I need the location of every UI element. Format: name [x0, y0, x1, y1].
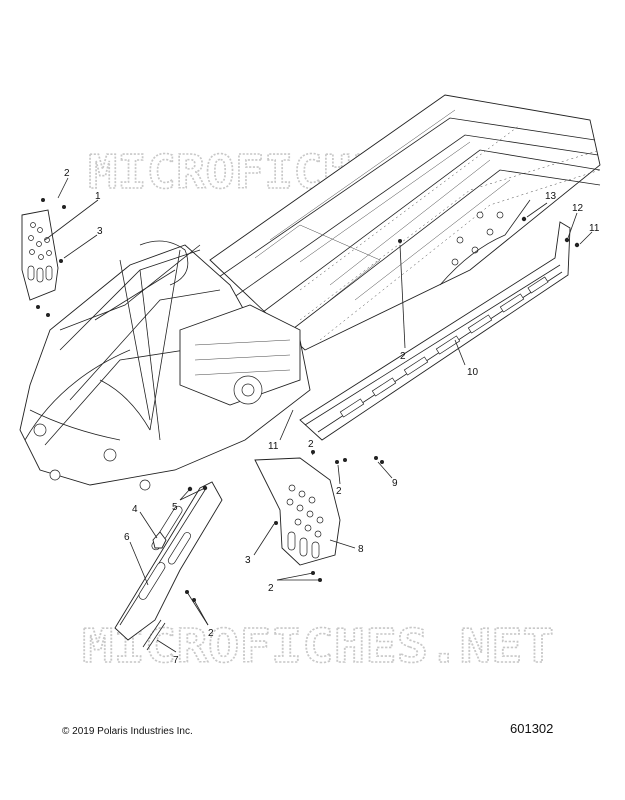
callout-11: 11: [268, 441, 279, 452]
figure-number: 601302: [510, 721, 554, 736]
callout-3: 3: [97, 226, 103, 237]
callout-labels: 2 1 3 13 12 11 2 10 11 2 2 9 5 4 6 3 8 2…: [64, 168, 600, 666]
callout-6: 6: [124, 532, 130, 543]
callout-2: 2: [64, 168, 70, 179]
front-frame: [19, 240, 311, 491]
part-6-running-board: [114, 481, 223, 651]
copyright-notice: © 2019 Polaris Industries Inc.: [62, 726, 193, 737]
callout-7: 7: [173, 655, 179, 666]
part-8-mesh-plate: [254, 450, 384, 582]
callout-11: 11: [589, 223, 600, 234]
part-10-running-board: [299, 216, 580, 441]
callout-4: 4: [132, 504, 138, 515]
callout-12: 12: [572, 203, 584, 214]
callout-9: 9: [392, 478, 398, 489]
callout-3: 3: [245, 555, 251, 566]
tunnel-assembly: [199, 94, 601, 351]
callout-10: 10: [467, 367, 479, 378]
part-1-mesh-guard: [21, 198, 66, 317]
callout-5: 5: [172, 502, 178, 513]
callout-2: 2: [308, 439, 314, 450]
callout-2: 2: [336, 486, 342, 497]
callout-2: 2: [208, 628, 214, 639]
callout-1: 1: [95, 191, 101, 202]
leader-lines: [44, 177, 593, 653]
callout-2: 2: [268, 583, 274, 594]
callout-8: 8: [358, 544, 364, 555]
watermark-bottom: MICROFICHES.NET: [82, 619, 554, 673]
callout-13: 13: [545, 191, 557, 202]
callout-2: 2: [400, 351, 406, 362]
